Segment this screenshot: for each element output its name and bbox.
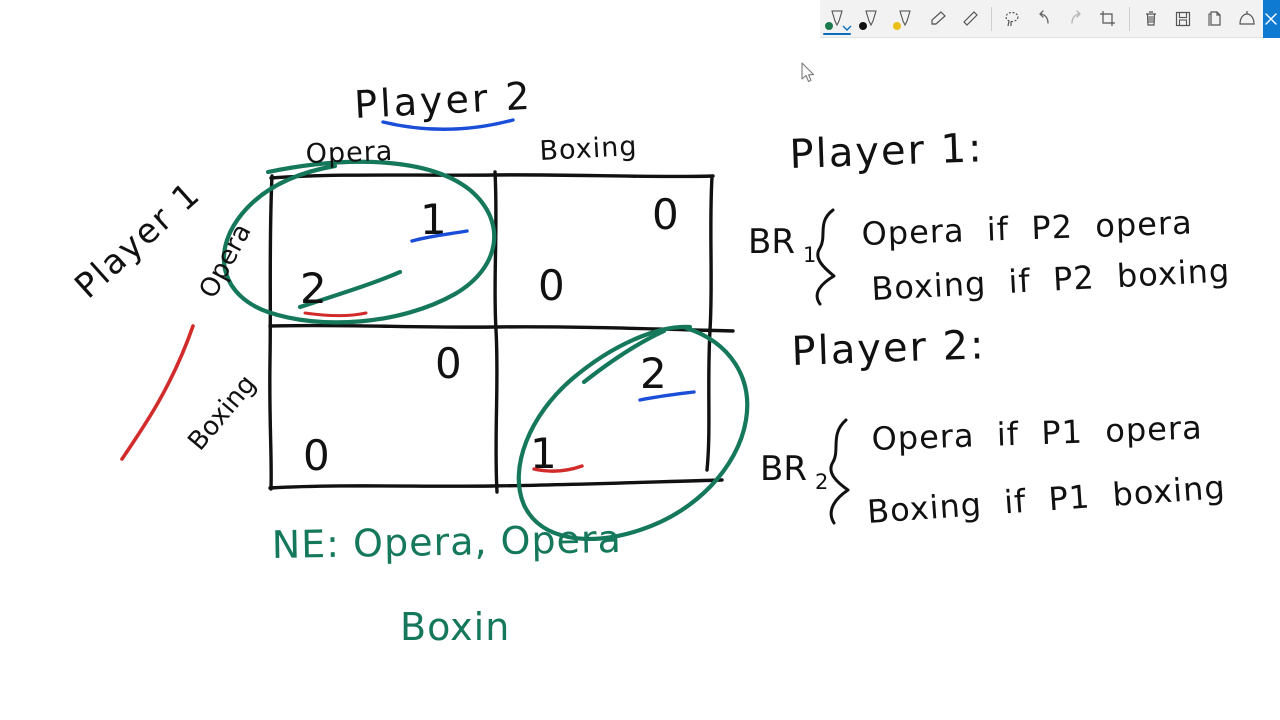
cell-opera-opera-row-payoff: 2 [300, 264, 327, 313]
lasso-icon [1005, 11, 1019, 26]
note-heading-player-2: Player 2: [791, 322, 987, 375]
note-brace-2 [829, 418, 850, 525]
chevron-down-icon[interactable] [842, 25, 852, 31]
cell-boxing-opera-col-payoff: 0 [435, 339, 462, 388]
cell-boxing-boxing: 1 2 [530, 349, 696, 478]
row-player-label-text: Player 1 [67, 174, 208, 307]
share-icon [1239, 10, 1255, 25]
eraser-button[interactable] [954, 0, 986, 38]
column-player-label-text: Player 2 [353, 74, 534, 127]
pen-icon [831, 9, 843, 26]
undo-button[interactable] [1028, 0, 1060, 38]
player1-underline [120, 324, 195, 461]
save-icon [1175, 11, 1190, 26]
close-icon [1265, 13, 1278, 25]
ink-toolbar [820, 0, 1280, 38]
cell-boxing-opera-row-payoff: 0 [303, 431, 330, 480]
pen-yellow-button[interactable] [888, 0, 922, 38]
note-block-player-1: Player 1: BR 1 Opera if P2 opera Boxing … [748, 125, 1231, 308]
pen-icon [899, 9, 911, 26]
row-header-boxing: Boxing [182, 369, 262, 456]
mouse-pointer-icon [801, 62, 815, 83]
note-heading-player-1: Player 1: [789, 125, 985, 178]
pen-green-active-indicator [823, 32, 851, 35]
copy-icon [1208, 10, 1221, 26]
eraser-icon [963, 10, 978, 26]
cell-opera-boxing-col-payoff: 0 [652, 190, 679, 239]
share-button[interactable] [1231, 0, 1263, 38]
note-line-2b: Boxing if P1 boxing [866, 468, 1227, 531]
note-br-label-1: BR [748, 222, 795, 262]
note-line-1a: Opera if P2 opera [861, 203, 1193, 253]
highlight-circle-opera-opera [221, 159, 497, 325]
cell-opera-boxing: 0 0 [538, 190, 679, 310]
highlight-circle-boxing-boxing [516, 324, 750, 541]
cell-opera-opera: 2 1 [300, 195, 469, 318]
note-line-1b: Boxing if P2 boxing [870, 251, 1231, 308]
cell-boxing-boxing-row-underline [532, 464, 584, 473]
close-button[interactable] [1262, 0, 1280, 38]
toolbar-group-file [1135, 0, 1263, 37]
trash-icon [1145, 10, 1156, 26]
pen-black-button[interactable] [854, 0, 888, 38]
note-brace-1 [815, 208, 836, 306]
cell-boxing-boxing-col-underline [638, 390, 696, 402]
pen-green-button[interactable] [820, 0, 854, 38]
note-br-label-2: BR [760, 449, 807, 489]
pen-icon [865, 9, 877, 26]
column-header-boxing: Boxing [539, 131, 638, 167]
player2-underline [381, 118, 515, 131]
column-header-opera: Opera [305, 136, 394, 170]
lasso-select-button[interactable] [996, 0, 1028, 38]
toolbar-group-pens [820, 0, 986, 37]
toolbar-group-edit [996, 0, 1124, 37]
crop-button[interactable] [1092, 0, 1124, 38]
crop-icon [1100, 10, 1116, 26]
row-player-label: Player 1 [67, 174, 209, 461]
highlighter-icon [931, 10, 946, 25]
undo-icon [1039, 9, 1050, 24]
note-line-2a: Opera if P1 opera [871, 408, 1203, 458]
cell-opera-boxing-row-payoff: 0 [538, 261, 565, 310]
row-header-opera: Opera [194, 219, 258, 303]
cell-opera-opera-row-underline [303, 311, 368, 318]
copy-button[interactable] [1199, 0, 1231, 38]
pen-yellow-color-dot [893, 21, 901, 30]
column-player-label: Player 2 [353, 74, 534, 131]
pen-black-color-dot [859, 21, 867, 30]
cell-boxing-opera: 0 0 [303, 339, 462, 480]
conclusion-line-2: Boxin [400, 605, 510, 649]
payoff-matrix-grid [268, 170, 735, 494]
redo-button[interactable] [1060, 0, 1092, 38]
note-block-player-2: Player 2: BR 2 Opera if P1 opera Boxing … [760, 322, 1227, 531]
cell-opera-opera-col-underline [410, 229, 469, 243]
note-br-subscript-2: 2 [815, 470, 828, 494]
pen-green-color-dot [825, 21, 833, 30]
cell-boxing-boxing-col-payoff: 2 [640, 349, 667, 398]
delete-button[interactable] [1135, 0, 1167, 38]
save-button[interactable] [1167, 0, 1199, 38]
highlighter-button[interactable] [922, 0, 954, 38]
redo-icon [1071, 9, 1082, 24]
conclusion-line-1: NE: Opera, Opera [271, 517, 622, 567]
note-br-subscript-1: 1 [803, 243, 816, 267]
